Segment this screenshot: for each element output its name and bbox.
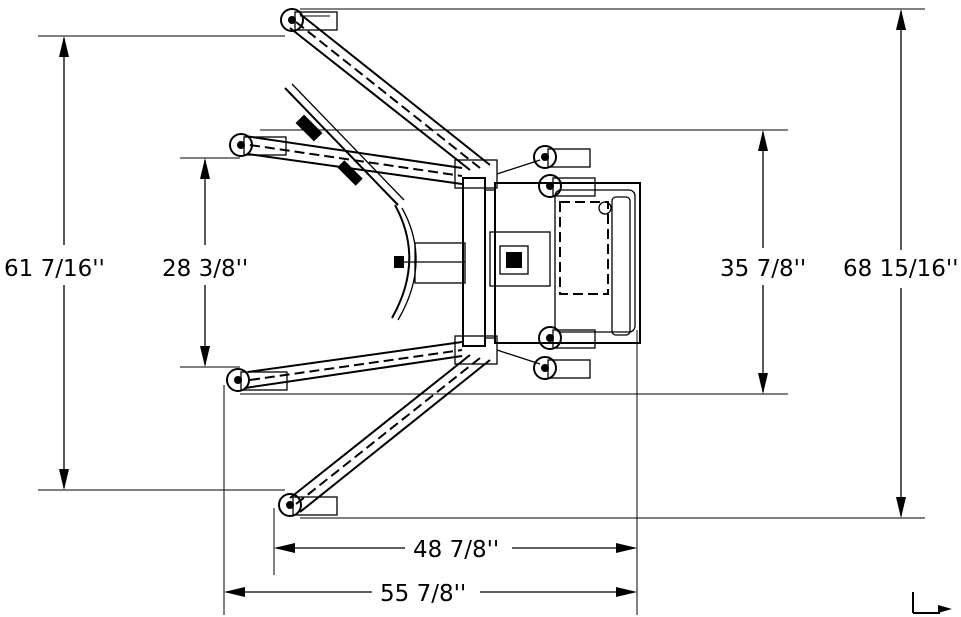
lift-frame bbox=[394, 177, 641, 347]
leg-outer-bottom bbox=[289, 354, 491, 513]
view-orientation-marker bbox=[912, 592, 952, 614]
caster-rear-bottom-2 bbox=[533, 356, 591, 380]
leg-outer-top bbox=[289, 13, 491, 171]
caster-rear-bottom-1 bbox=[538, 326, 596, 350]
dim-line-length-legs bbox=[274, 543, 637, 553]
leg-hinge-top bbox=[454, 159, 541, 189]
caster-top-inner bbox=[229, 133, 287, 157]
lift-chair-outline bbox=[226, 8, 641, 517]
leg-inner-bottom bbox=[244, 341, 463, 389]
dim-line-height-outer bbox=[896, 9, 906, 518]
caster-bottom-outer bbox=[278, 493, 338, 517]
caster-bottom-inner bbox=[226, 368, 288, 392]
leg-hinge-bottom bbox=[454, 335, 541, 365]
caster-rear-top-1 bbox=[533, 145, 591, 169]
label-width-front: 28 3/8'' bbox=[162, 256, 248, 282]
caster-top-outer bbox=[280, 8, 338, 32]
label-length-legs: 48 7/8'' bbox=[413, 537, 499, 563]
dim-line-height-inner bbox=[59, 36, 69, 490]
label-height-inner: 61 7/16'' bbox=[4, 256, 105, 282]
label-height-outer: 68 15/16'' bbox=[843, 256, 959, 282]
extension-lines bbox=[38, 8, 925, 615]
lift-boom bbox=[284, 83, 417, 321]
caster-rear-top-2 bbox=[538, 174, 596, 198]
dim-line-width-front bbox=[200, 158, 210, 367]
dim-line-length-overall bbox=[224, 587, 637, 597]
dim-line-width-rear bbox=[758, 130, 768, 394]
label-width-rear: 35 7/8'' bbox=[720, 256, 806, 282]
label-length-overall: 55 7/8'' bbox=[380, 581, 466, 607]
